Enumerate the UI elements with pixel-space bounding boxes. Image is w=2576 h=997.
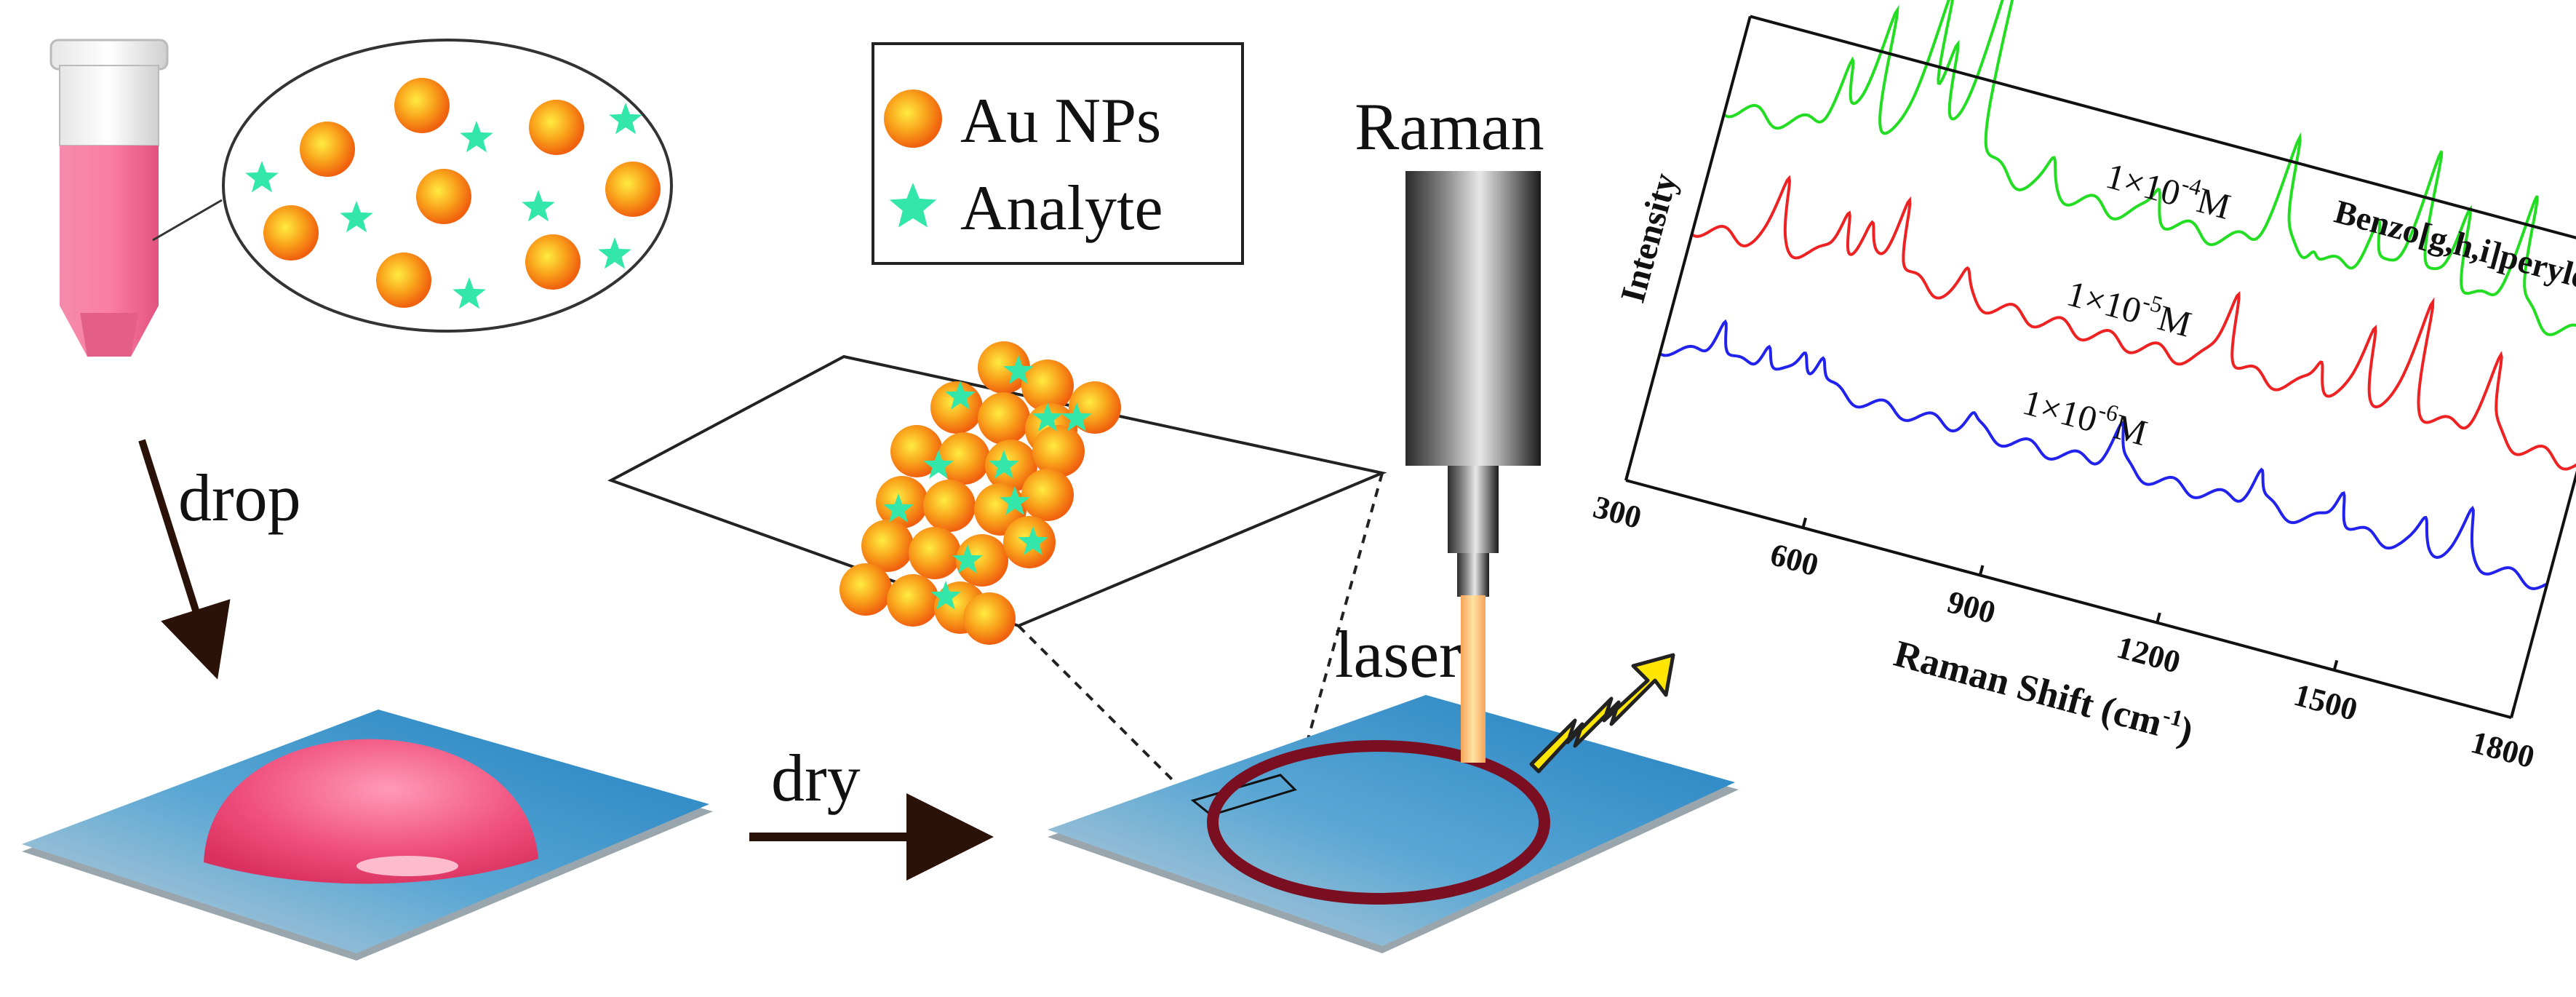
x-tick — [1801, 517, 1807, 528]
scattering-arrow-icon — [1529, 653, 1675, 774]
spectrum-line-3 — [1659, 319, 2548, 590]
gold-nanoparticle-icon — [884, 90, 942, 148]
analyte-star-icon — [1000, 486, 1030, 515]
dry-step: dry — [749, 741, 994, 881]
analyte-star-icon — [930, 581, 961, 610]
raman-label: Raman — [1355, 90, 1544, 164]
gold-nanoparticle-icon — [525, 234, 581, 290]
analyte-star-icon — [923, 450, 954, 479]
laser-label: laser — [1335, 617, 1462, 691]
gold-nanoparticle-icon — [861, 520, 914, 572]
x-tick-label: 1500 — [2290, 677, 2361, 728]
x-tick-label: 1200 — [2113, 629, 2185, 680]
drop-label: drop — [178, 461, 301, 535]
analyte-star-icon — [1018, 526, 1048, 555]
gold-nanoparticle-icon — [416, 169, 471, 224]
series-label-3: 1×10-6M — [2019, 377, 2153, 453]
analyte-star-icon — [945, 381, 976, 410]
gold-nanoparticle-icon — [1021, 360, 1074, 412]
x-tick — [2156, 612, 2161, 624]
nanoparticle-array-zoom — [607, 341, 1387, 802]
x-tick-label: 900 — [1944, 584, 1999, 630]
gold-nanoparticle-icon — [978, 341, 1030, 394]
substrate-with-ring — [1048, 695, 1739, 953]
solution-zoom-ellipse — [222, 39, 673, 333]
gold-nanoparticle-icon — [930, 381, 983, 434]
gold-nanoparticle-icon — [529, 100, 584, 155]
x-axis — [1625, 479, 2512, 720]
gold-nanoparticle-icon — [1021, 469, 1074, 521]
sample-tube-icon — [49, 39, 223, 357]
drop-step: drop — [138, 439, 301, 680]
gold-nanoparticle-icon — [909, 527, 961, 579]
analyte-star-icon — [883, 493, 914, 523]
gold-nanoparticle-icon — [300, 122, 355, 177]
y-axis-label: Intensity — [1614, 169, 1685, 306]
spectrum-line-2 — [1691, 175, 2576, 471]
x-tick-label: 300 — [1590, 489, 1645, 536]
spectrum-line-1 — [1723, 0, 2576, 351]
gold-nanoparticle-icon — [840, 563, 892, 616]
y-axis — [1624, 15, 1752, 481]
chart-title: Benzo[g,h,i]perylene — [2331, 193, 2576, 305]
raman-spectra-chart: 1×10-4M1×10-5M1×10-6M 300600900120015001… — [1590, 0, 2576, 775]
gold-nanoparticle-icon — [1032, 425, 1085, 477]
x-tick — [2510, 707, 2516, 718]
legend-analyte-label: Analyte — [960, 173, 1163, 244]
gold-nanoparticle-icon — [263, 205, 319, 261]
laser-beam — [1461, 595, 1486, 763]
top-frame — [1750, 15, 2576, 255]
analyte-star-icon — [952, 544, 983, 573]
gold-nanoparticle-icon — [887, 574, 939, 627]
x-tick — [2332, 659, 2339, 671]
gold-nanoparticle-icon — [963, 592, 1016, 645]
gold-nanoparticle-icon — [605, 162, 661, 217]
analyte-star-icon — [460, 121, 493, 153]
analyte-star-icon — [989, 450, 1019, 479]
right-frame — [2510, 253, 2576, 718]
x-tick-label: 600 — [1766, 536, 1822, 583]
analyte-star-icon — [609, 103, 642, 135]
analyte-star-icon — [598, 237, 631, 269]
gold-nanoparticle-icon — [956, 534, 1008, 587]
substrate-with-droplet — [22, 710, 713, 961]
analyte-star-icon — [522, 190, 555, 222]
gold-nanoparticle-icon — [394, 78, 450, 133]
gold-nanoparticle-icon — [876, 476, 928, 528]
analyte-star-icon — [452, 277, 486, 309]
analyte-star-icon — [889, 183, 937, 228]
raman-probe-icon: Raman laser — [1335, 90, 1544, 763]
gold-nanoparticle-icon — [376, 253, 431, 308]
analyte-star-icon — [1032, 402, 1063, 432]
analyte-star-icon — [1003, 355, 1034, 384]
analyte-star-icon — [245, 161, 279, 193]
analyte-star-icon — [1061, 402, 1092, 432]
dry-label: dry — [771, 741, 861, 815]
gold-nanoparticle-icon — [923, 480, 976, 532]
x-tick-label: 1800 — [2467, 724, 2538, 775]
analyte-star-icon — [340, 201, 373, 233]
legend: Au NPs Analyte — [872, 42, 1244, 265]
series-label-2: 1×10-5M — [2062, 269, 2196, 345]
coffee-ring — [1207, 740, 1550, 905]
x-tick — [1624, 469, 1630, 481]
legend-np-label: Au NPs — [960, 86, 1161, 156]
x-tick — [1978, 565, 1985, 576]
gold-nanoparticle-icon — [938, 432, 990, 485]
gold-nanoparticle-icon — [978, 392, 1030, 445]
